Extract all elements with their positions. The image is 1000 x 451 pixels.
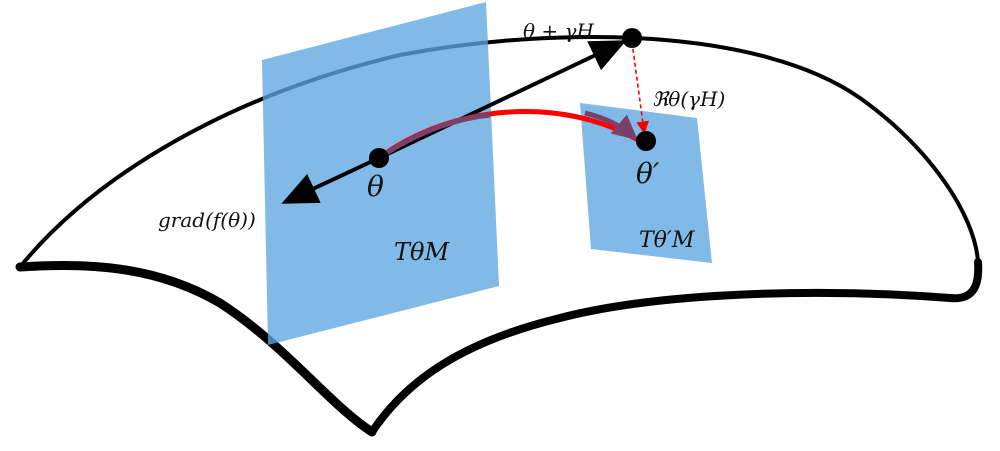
- manifold-outline: [18, 34, 981, 434]
- label-retraction: ℜθ(γH): [652, 87, 725, 111]
- tangent-plane-theta: [262, 2, 499, 345]
- retraction-curve-end: [584, 110, 638, 141]
- gradient-vector-arrow: [281, 156, 380, 204]
- manifold-rim: [15, 260, 377, 437]
- point-theta: [369, 148, 389, 168]
- label-theta: θ: [367, 170, 384, 203]
- label-tangent-space-theta-prime: Tθ′M: [639, 228, 695, 253]
- retraction-curve-overlay: [377, 112, 491, 161]
- point-theta-prime: [636, 131, 656, 151]
- manifold-rim-right: [368, 258, 983, 436]
- retraction-projection-dashed: [631, 41, 650, 135]
- tangent-plane-theta-prime: [580, 103, 712, 263]
- manifold-surface: [15, 34, 983, 437]
- label-gradient: grad(f(θ)): [158, 208, 256, 232]
- label-tangent-space-theta: TθM: [394, 238, 450, 266]
- point-step: [622, 28, 642, 48]
- label-theta-prime: θ′: [636, 157, 660, 190]
- step-vector-arrow: [378, 40, 627, 160]
- label-step-point: θ + γH: [523, 19, 594, 43]
